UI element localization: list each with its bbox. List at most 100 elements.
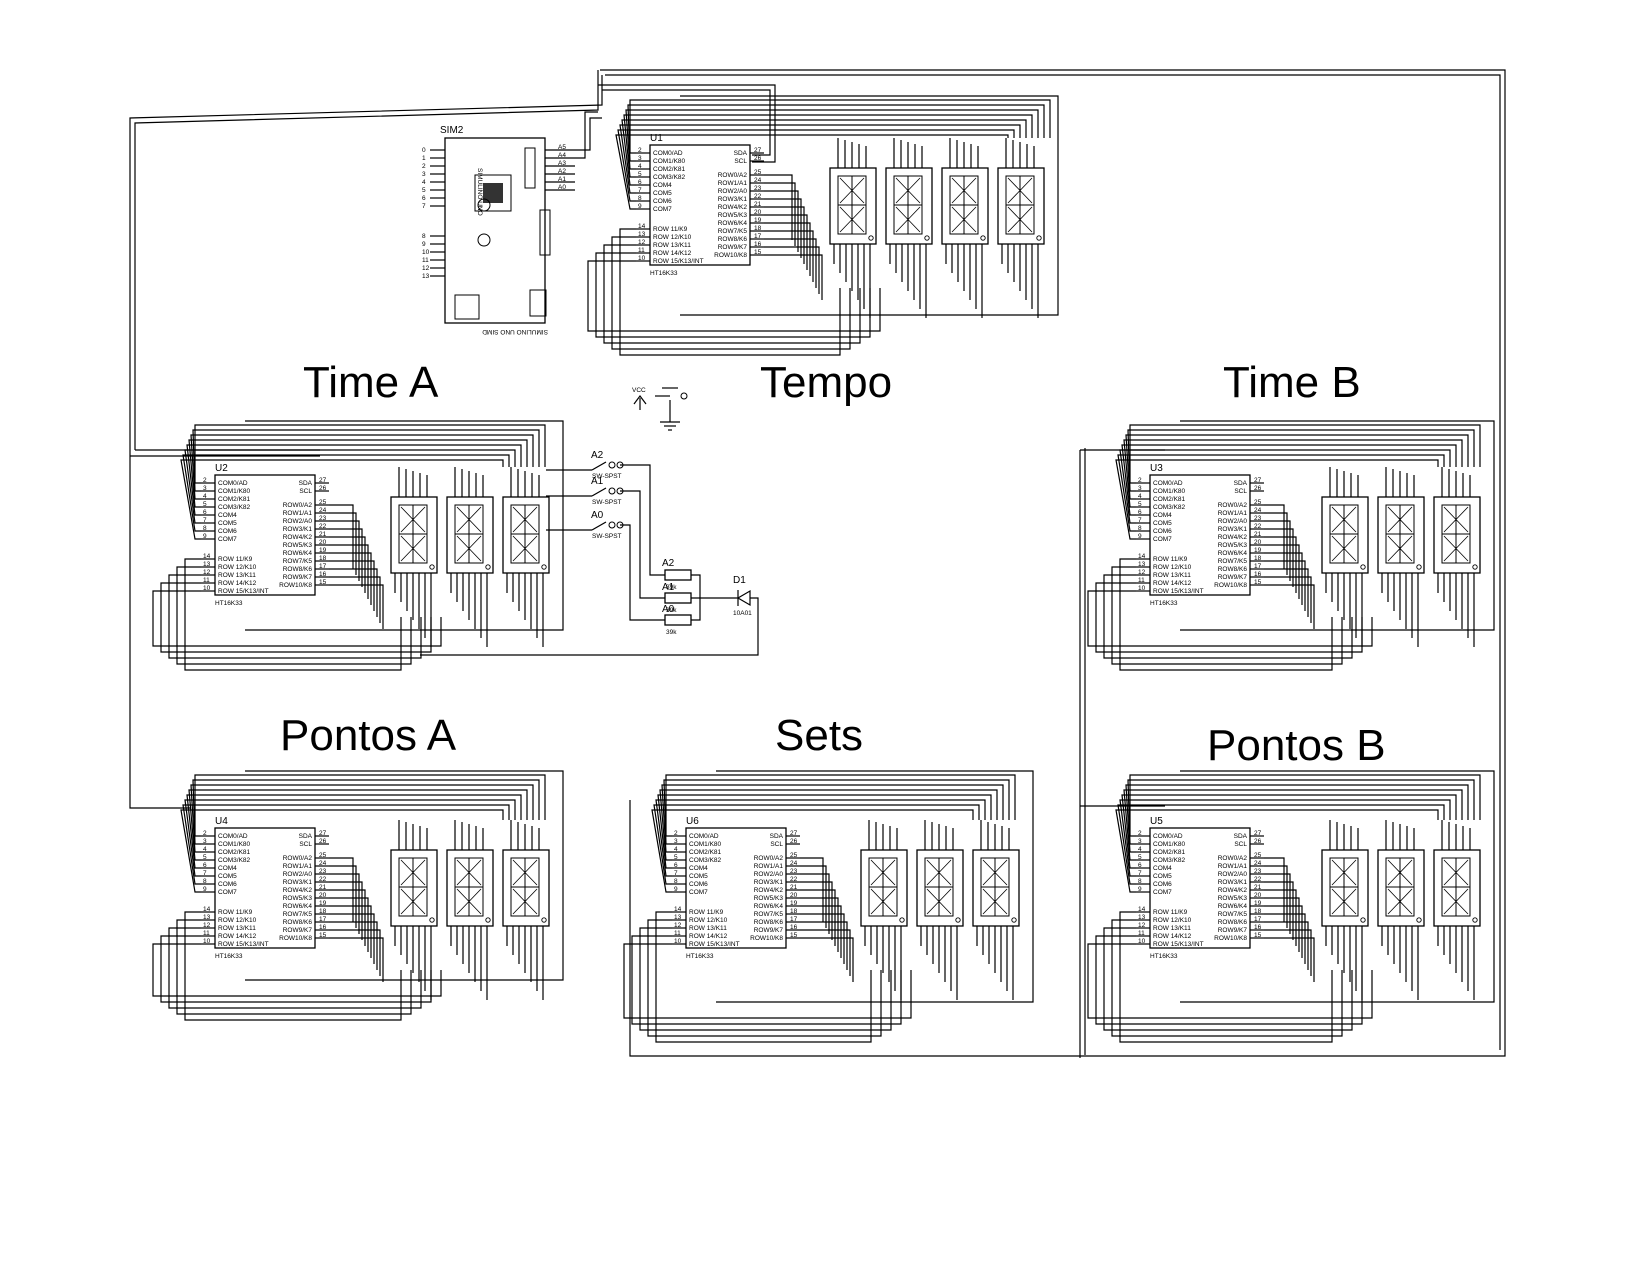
chip-pin-number: 16 (790, 924, 798, 931)
chip-pin-name: ROW4/K2 (283, 534, 313, 541)
chip-pin-name: SDA (299, 833, 313, 840)
chip-pin-number: 11 (638, 247, 645, 254)
switch-a1[interactable]: A1 SW-SPST (546, 476, 624, 506)
chip-pin-name: COM1/K80 (1153, 488, 1186, 495)
chip-pin-number: 11 (1138, 577, 1145, 584)
chip-pin-number: 9 (203, 886, 207, 893)
chip-pin-number: 9 (638, 203, 642, 210)
chip-pin-number: 18 (1254, 555, 1262, 562)
chip-pin-name: ROW10/K8 (750, 935, 783, 942)
segment-display (1433, 496, 1481, 574)
chip-pin-name: ROW 11/K9 (218, 556, 253, 563)
chip-pin-number: 3 (203, 485, 207, 492)
chip-pin-number: 6 (674, 862, 678, 869)
chip-pin-number: 13 (674, 914, 682, 921)
segment-display (916, 849, 964, 927)
chip-pin-number: 13 (638, 231, 646, 238)
chip-pin-name: COM3/K82 (218, 857, 251, 864)
chip-pin-number: 9 (1138, 533, 1142, 540)
vcc-label: VCC (632, 387, 646, 394)
chip-pin-name: COM5 (218, 520, 237, 527)
diode-d1: D1 10A01 (733, 575, 752, 617)
chip-pin-number: 9 (1138, 886, 1142, 893)
switch-a0[interactable]: A0 SW-SPST (546, 510, 624, 540)
chip-pin-name: ROW6/K4 (1218, 550, 1248, 557)
chip-pin-name: SCL (770, 841, 783, 848)
chip-pin-name: ROW 15/K13/INT (653, 258, 704, 265)
chip-pin-name: ROW0/A2 (283, 855, 313, 862)
chip-pin-number: 17 (319, 563, 327, 570)
chip-pin-number: 7 (203, 870, 207, 877)
chip-pin-number: 27 (754, 147, 762, 154)
chip-pin-name: ROW9/K7 (1218, 927, 1248, 934)
chip-pin-number: 7 (203, 517, 207, 524)
chip-pin-name: ROW 15/K13/INT (1153, 588, 1204, 595)
arduino-pin-A2: A2 (558, 168, 566, 175)
chip-pin-number: 19 (319, 547, 327, 554)
chip-pin-name: ROW1/A1 (283, 863, 313, 870)
label-pontos-b: Pontos B (1207, 721, 1386, 770)
chip-pin-number: 26 (754, 155, 762, 162)
chip-pin-number: 24 (319, 507, 327, 514)
chip-pin-name: ROW7/K5 (718, 228, 748, 235)
chip-pin-name: ROW2/A0 (1218, 871, 1248, 878)
chip-pin-name: ROW 12/K10 (1153, 564, 1192, 571)
chip-pin-name: ROW9/K7 (283, 927, 313, 934)
chip-pin-name: ROW8/K6 (1218, 919, 1248, 926)
chip-pin-name: COM2/K81 (218, 849, 251, 856)
switch-a2[interactable]: A2 SW-SPST (546, 450, 624, 480)
chip-pin-number: 21 (319, 884, 327, 891)
label-time-b: Time B (1223, 358, 1361, 407)
svg-text:39k: 39k (666, 584, 677, 591)
chip-pin-name: ROW2/A0 (718, 188, 748, 195)
chip-pin-name: ROW 13/K11 (218, 925, 256, 932)
chip-pin-number: 3 (203, 838, 207, 845)
chip-pin-number: 3 (1138, 838, 1142, 845)
chip-pin-name: ROW8/K6 (283, 919, 313, 926)
chip-pin-name: ROW10/K8 (714, 252, 747, 259)
segment-display (860, 849, 908, 927)
chip-pin-number: 21 (1254, 531, 1262, 538)
segment-display (1321, 849, 1369, 927)
chip-pin-number: 25 (319, 852, 327, 859)
chip-pin-name: COM4 (689, 865, 708, 872)
chip-pin-number: 23 (319, 515, 327, 522)
chip-pin-number: 14 (203, 906, 211, 913)
chip-pin-number: 2 (203, 830, 207, 837)
chip-pin-name: COM5 (1153, 873, 1172, 880)
chip-pin-number: 6 (203, 509, 207, 516)
arduino-pin-A5: A5 (558, 144, 566, 151)
chip-pin-name: ROW6/K4 (283, 550, 313, 557)
chip-pin-name: ROW7/K5 (283, 911, 313, 918)
chip-pin-number: 21 (1254, 884, 1262, 891)
chip-pin-number: 25 (790, 852, 798, 859)
chip-pin-name: COM6 (653, 198, 672, 205)
chip-pin-name: SCL (299, 488, 312, 495)
chip-pin-name: SCL (299, 841, 312, 848)
chip-pin-name: ROW9/K7 (718, 244, 748, 251)
chip-pin-name: COM6 (218, 881, 237, 888)
chip-pin-number: 24 (790, 860, 798, 867)
chip-pin-name: ROW9/K7 (754, 927, 784, 934)
chip-pin-name: COM0/AD (218, 833, 248, 840)
chip-pin-name: ROW 11/K9 (1153, 556, 1188, 563)
chip-pin-number: 14 (638, 223, 646, 230)
chip-pin-name: ROW1/A1 (1218, 510, 1248, 517)
chip-pin-name: COM7 (1153, 536, 1172, 543)
chip-pin-name: ROW 12/K10 (218, 917, 257, 924)
chip-pin-name: COM2/K81 (1153, 849, 1186, 856)
svg-text:A0: A0 (591, 510, 604, 521)
chip-pin-number: 3 (1138, 485, 1142, 492)
ht16k33-chip (1149, 474, 1251, 596)
chip-pin-number: 27 (1254, 830, 1262, 837)
chip-pin-number: 8 (203, 525, 207, 532)
arduino-pin-8: 8 (422, 233, 426, 240)
segment-display (1433, 849, 1481, 927)
chip-pin-number: 14 (1138, 906, 1146, 913)
chip-pin-number: 7 (638, 187, 642, 194)
arduino-board-text: SIMULINO UNO (476, 168, 483, 216)
arduino-footer-text: SIMULINO UNO SIMD (482, 328, 548, 335)
chip-pin-name: SDA (770, 833, 784, 840)
